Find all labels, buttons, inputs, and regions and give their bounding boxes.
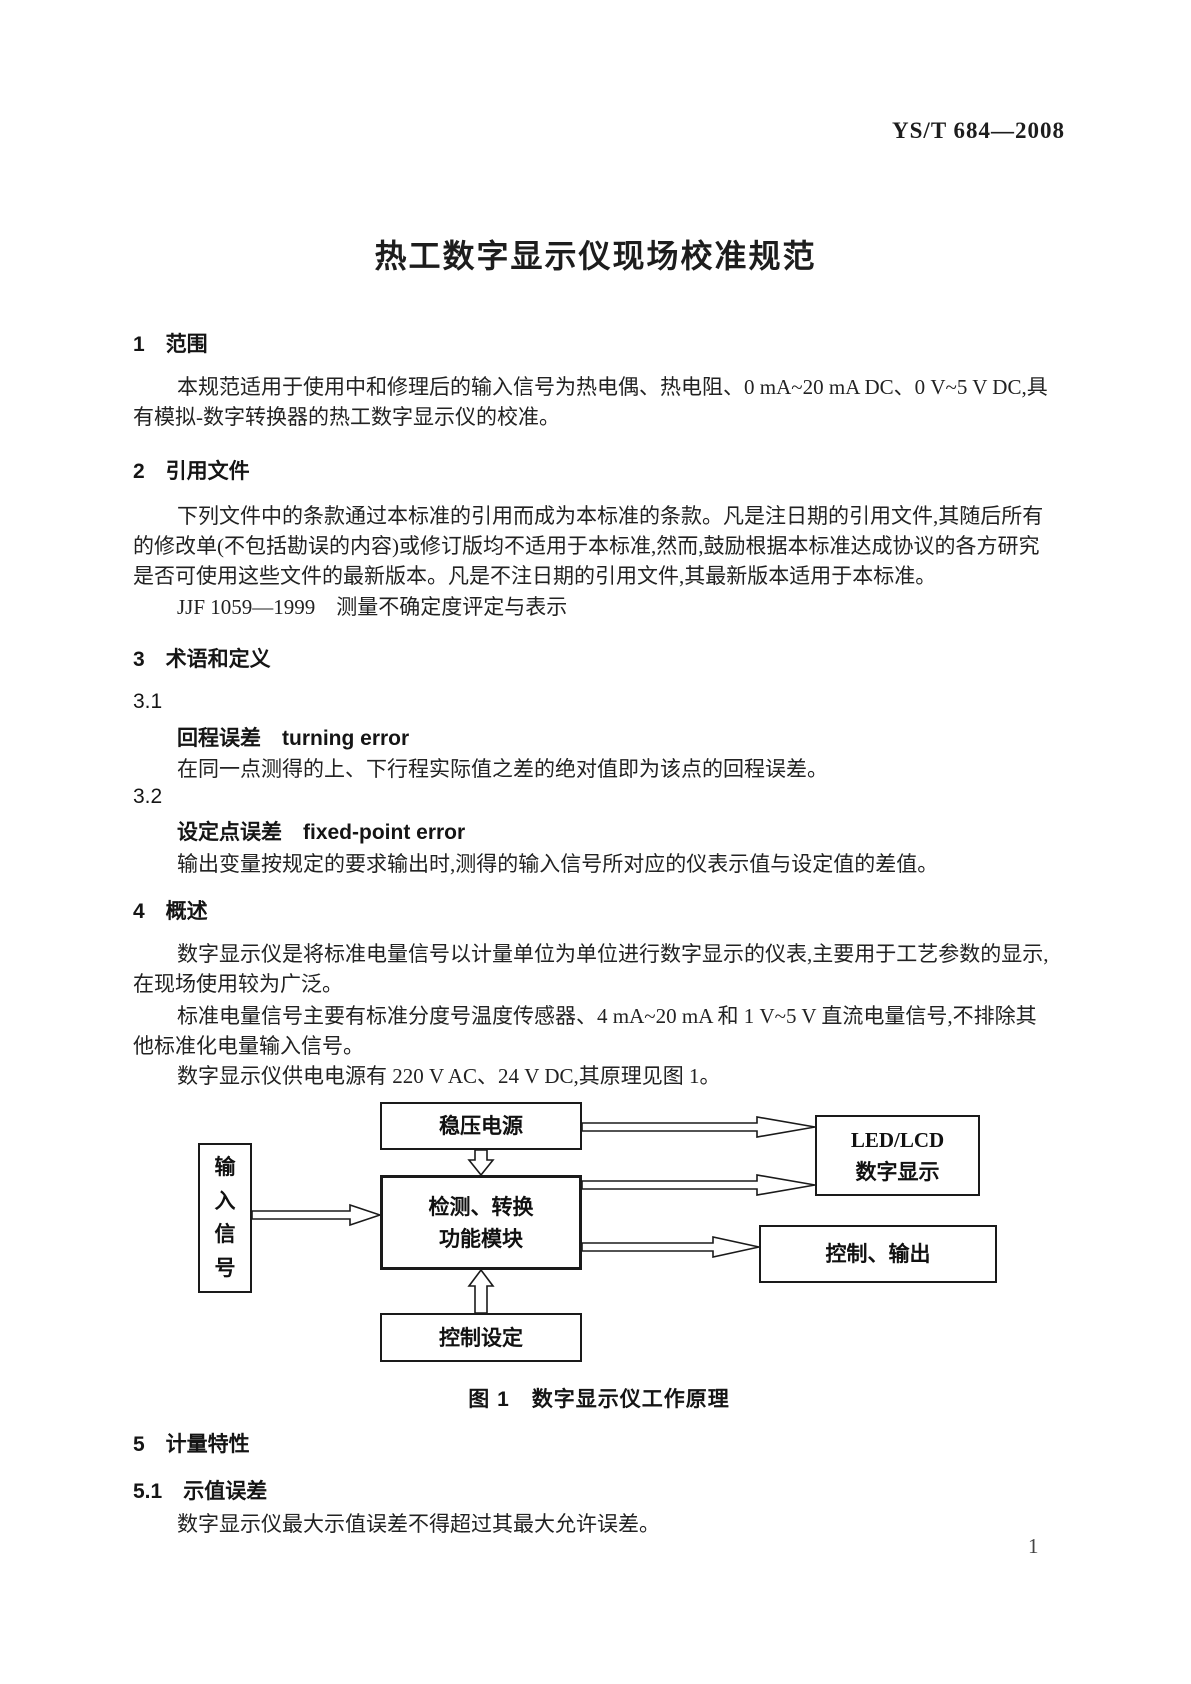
section-4-line: 标准电量信号主要有标准分度号温度传感器、4 mA~20 mA 和 1 V~5 V… — [177, 1004, 1037, 1028]
section-1-line: 本规范适用于使用中和修理后的输入信号为热电偶、热电阻、0 mA~20 mA DC… — [177, 375, 1048, 399]
term-3-2-number: 3.2 — [133, 785, 163, 808]
section-5-heading: 5 计量特性 — [133, 1433, 250, 1456]
term-3-1-number: 3.1 — [133, 690, 163, 713]
diagram-box-led-lcd-display: LED/LCD 数字显示 — [815, 1115, 980, 1196]
diagram-box-control-output: 控制、输出 — [759, 1225, 997, 1283]
section-1-line: 有模拟-数字转换器的热工数字显示仪的校准。 — [133, 405, 560, 429]
section-5-line: 数字显示仪最大示值误差不得超过其最大允许误差。 — [177, 1512, 660, 1536]
doc-number: YS/T 684—2008 — [892, 118, 1065, 143]
term-3-1-title: 回程误差 turning error — [177, 727, 410, 750]
control-setting-label: 控制设定 — [439, 1325, 523, 1350]
arrow-module-to-led — [581, 1174, 816, 1196]
arrow-power-to-module — [467, 1149, 495, 1177]
section-4-line: 数字显示仪是将标准电量信号以计量单位为单位进行数字显示的仪表,主要用于工艺参数的… — [177, 942, 1049, 966]
reference-item: JJF 1059—1999 测量不确定度评定与表示 — [177, 595, 568, 619]
input-signal-char: 信 — [214, 1222, 236, 1247]
term-3-2-definition: 输出变量按规定的要求输出时,测得的输入信号所对应的仪表示值与设定值的差值。 — [177, 852, 939, 876]
led-label-line1: LED/LCD — [850, 1127, 945, 1152]
diagram-box-power-supply: 稳压电源 — [380, 1102, 582, 1150]
arrow-control-setting-to-module — [467, 1268, 495, 1314]
section-2-line: 是否可使用这些文件的最新版本。凡是不注日期的引用文件,其最新版本适用于本标准。 — [133, 564, 937, 588]
section-2-line: 下列文件中的条款通过本标准的引用而成为本标准的条款。凡是注日期的引用文件,其随后… — [177, 504, 1044, 528]
arrow-power-to-led — [581, 1116, 816, 1138]
diagram-box-input-signal: 输 入 信 号 — [198, 1143, 252, 1293]
control-output-label: 控制、输出 — [825, 1242, 931, 1266]
section-4-line: 他标准化电量输入信号。 — [133, 1034, 364, 1058]
figure-caption: 图 1 数字显示仪工作原理 — [468, 1388, 730, 1411]
module-label-line2: 功能模块 — [439, 1226, 523, 1251]
power-supply-label: 稳压电源 — [439, 1114, 523, 1138]
section-4-line: 在现场使用较为广泛。 — [133, 972, 343, 996]
section-2-heading: 2 引用文件 — [133, 460, 250, 483]
section-4-line: 数字显示仪供电电源有 220 V AC、24 V DC,其原理见图 1。 — [177, 1064, 721, 1088]
input-signal-char: 输 — [214, 1155, 236, 1180]
diagram-box-control-setting: 控制设定 — [380, 1313, 582, 1362]
term-3-1-definition: 在同一点测得的上、下行程实际值之差的绝对值即为该点的回程误差。 — [177, 757, 828, 781]
arrow-input-to-module — [251, 1203, 383, 1227]
led-label-line2: 数字显示 — [855, 1159, 940, 1184]
section-5-1-heading: 5.1 示值误差 — [133, 1480, 268, 1503]
section-2-line: 的修改单(不包括勘误的内容)或修订版均不适用于本标准,然而,鼓励根据本标准达成协… — [133, 534, 1040, 558]
term-3-2-title: 设定点误差 fixed-point error — [177, 821, 466, 844]
arrow-module-to-control-output — [581, 1236, 760, 1258]
module-label-line1: 检测、转换 — [428, 1194, 534, 1219]
section-1-heading: 1 范围 — [133, 333, 208, 356]
section-4-heading: 4 概述 — [133, 900, 208, 923]
doc-title: 热工数字显示仪现场校准规范 — [374, 238, 817, 274]
input-signal-char: 入 — [214, 1188, 236, 1213]
section-3-heading: 3 术语和定义 — [133, 648, 271, 671]
diagram-box-detect-convert-module: 检测、转换 功能模块 — [380, 1175, 582, 1270]
input-signal-char: 号 — [214, 1255, 236, 1280]
page-number: 1 — [1028, 1534, 1039, 1558]
